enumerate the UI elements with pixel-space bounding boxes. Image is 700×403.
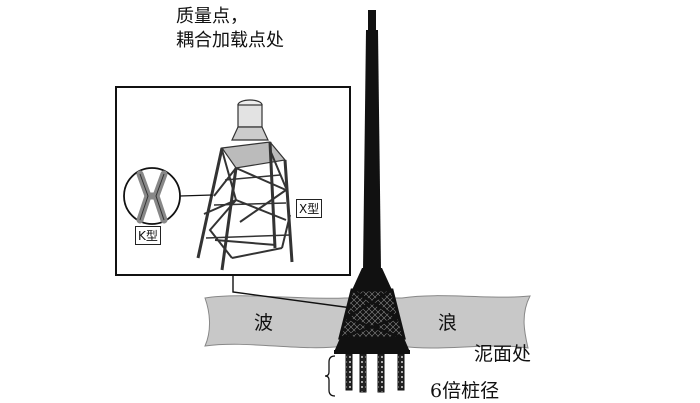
pile-brace bbox=[324, 355, 336, 397]
pile-depth-label: 6倍桩径 bbox=[430, 380, 500, 402]
mass-point-label-line1: 质量点， bbox=[176, 6, 248, 27]
wave-label-left: 波 bbox=[254, 312, 274, 334]
detail-leader-line bbox=[232, 275, 353, 309]
k-joint-icon bbox=[123, 167, 213, 225]
mudline-label: 泥面处 bbox=[474, 343, 532, 365]
k-joint-tag: K型 bbox=[135, 226, 161, 245]
mass-point-label-line2: 耦合加载点处 bbox=[176, 30, 284, 51]
piles bbox=[345, 353, 405, 393]
x-joint-tag: X型 bbox=[296, 199, 323, 218]
jacket-model-icon bbox=[196, 99, 294, 271]
wave-label-right: 浪 bbox=[438, 312, 458, 334]
jacket-structure bbox=[334, 268, 410, 354]
tower bbox=[363, 10, 381, 270]
